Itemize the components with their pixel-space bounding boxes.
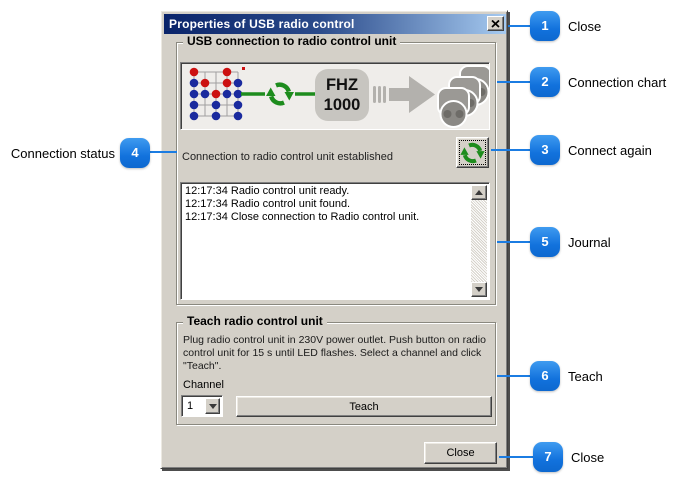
journal-entries: 12:17:34 Radio control unit ready. 12:17… <box>185 185 469 224</box>
titlebar-close-button[interactable] <box>487 16 504 31</box>
refresh-icon <box>460 142 485 163</box>
callout-3-label: Connect again <box>568 143 652 158</box>
teach-group: Teach radio control unit Plug radio cont… <box>176 314 496 425</box>
channel-label: Channel <box>183 379 224 391</box>
callout-3-badge: 3 <box>530 135 560 165</box>
callout-2-line <box>497 81 531 83</box>
dropdown-arrow-icon <box>208 403 217 409</box>
callout-5-line <box>497 241 531 243</box>
scroll-up-button[interactable] <box>471 185 487 200</box>
callout-1-line <box>508 25 531 27</box>
teach-group-title: Teach radio control unit <box>183 314 327 328</box>
titlebar[interactable]: Properties of USB radio control <box>164 14 506 34</box>
teach-instructions: Plug radio control unit in 230V power ou… <box>183 334 486 372</box>
connection-chart-panel: FHZ 1000 <box>180 62 490 130</box>
journal-listbox[interactable]: 12:17:34 Radio control unit ready. 12:17… <box>180 182 490 300</box>
callout-5-badge: 5 <box>530 227 560 257</box>
callout-4-label: Connection status <box>10 146 115 161</box>
fhz-device-icon: FHZ 1000 <box>315 69 369 121</box>
callout-1-label: Close <box>568 19 602 34</box>
arrow-right-icon <box>373 76 435 113</box>
connection-chart: FHZ 1000 <box>189 65 489 128</box>
channel-dropdown-button[interactable] <box>205 398 220 414</box>
callout-6-badge: 6 <box>530 361 560 391</box>
usb-group-title: USB connection to radio control unit <box>183 34 401 48</box>
dialog-close-button[interactable]: Close <box>424 442 497 464</box>
callout-7-line <box>499 456 534 458</box>
connection-status-text: Connection to radio control unit establi… <box>182 151 393 163</box>
callout-2-badge: 2 <box>530 67 560 97</box>
svg-text:1000: 1000 <box>324 96 361 114</box>
properties-dialog: Properties of USB radio control USB conn… <box>160 10 508 469</box>
journal-entry: 12:17:34 Close connection to Radio contr… <box>185 211 420 223</box>
callout-1-badge: 1 <box>530 11 560 41</box>
journal-scrollbar[interactable] <box>471 185 487 297</box>
channel-select[interactable]: 1 <box>181 395 223 417</box>
callout-2-label: Connection chart <box>568 75 667 90</box>
scroll-up-icon <box>475 190 483 195</box>
sync-icon <box>266 82 294 106</box>
callout-4-badge: 4 <box>120 138 150 168</box>
callout-6-label: Teach <box>568 369 603 384</box>
callout-3-line <box>491 149 531 151</box>
software-logo-icon <box>189 67 245 121</box>
callout-5-label: Journal <box>568 235 611 250</box>
callout-6-line <box>497 375 531 377</box>
connect-again-button[interactable] <box>456 137 489 168</box>
teach-button[interactable]: Teach <box>236 396 492 417</box>
scroll-down-button[interactable] <box>471 282 487 297</box>
journal-entry: 12:17:34 Radio control unit found. <box>185 198 351 210</box>
power-sockets-icon <box>437 65 489 128</box>
journal-entry: 12:17:34 Radio control unit ready. <box>185 185 350 197</box>
svg-text:FHZ: FHZ <box>326 76 358 94</box>
channel-value: 1 <box>187 400 194 412</box>
callout-7-badge: 7 <box>533 442 563 472</box>
usb-connection-group: USB connection to radio control unit <box>176 34 496 305</box>
callout-7-label: Close <box>571 450 605 465</box>
focus-rect <box>459 140 486 165</box>
window-title: Properties of USB radio control <box>169 17 355 31</box>
close-icon <box>491 19 500 28</box>
scroll-down-icon <box>475 287 483 292</box>
callout-4-line <box>150 151 177 153</box>
